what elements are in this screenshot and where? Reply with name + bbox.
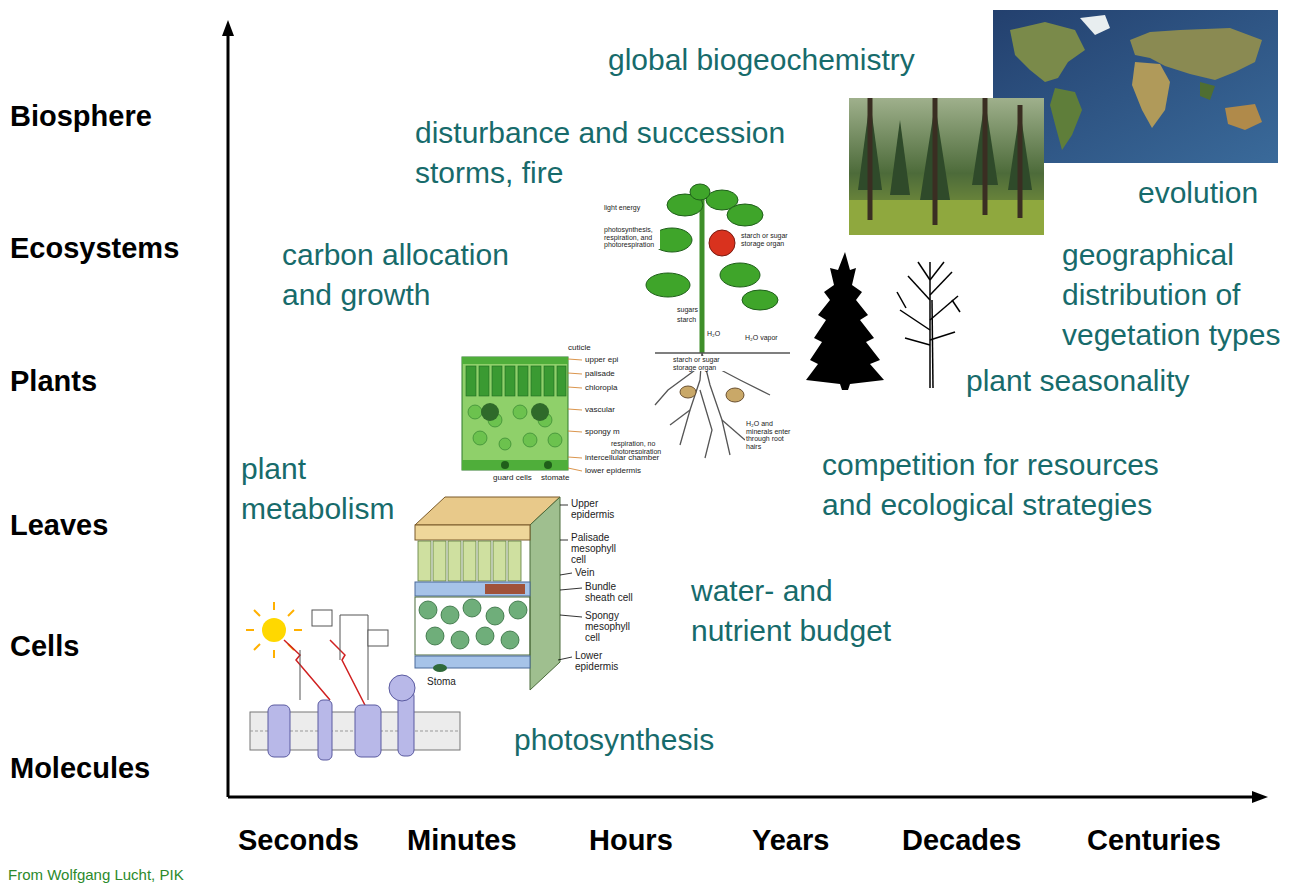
leaf-part-label: spongy m (584, 428, 621, 437)
tomato-plant (646, 184, 790, 458)
leaf-cross-section (462, 357, 582, 471)
time-label: Hours (589, 823, 673, 857)
scale-process: global biogeochemistry (608, 40, 915, 80)
leaf-part-label: lower epidermis (584, 467, 642, 476)
plant-label: H₂O and minerals enter through root hair… (745, 420, 799, 451)
level-label: Biosphere (10, 99, 152, 133)
plant-label: H₂O vapor (744, 334, 779, 342)
forest-photo (849, 98, 1044, 235)
leaf-part-label: upper epi (584, 356, 619, 365)
leaf-part-label: Lower epidermis (574, 650, 626, 672)
time-label: Years (752, 823, 829, 857)
scale-process: evolution (1138, 173, 1258, 213)
level-label: Leaves (10, 508, 108, 542)
leaf-part-label: Spongy mesophyll cell (584, 610, 646, 643)
plant-label: starch or sugar storage organ (672, 356, 734, 371)
scale-process: competition for resources and ecological… (822, 445, 1212, 525)
leaf-block (415, 497, 582, 690)
scale-process: geographical distribution of vegetation … (1062, 235, 1306, 355)
leaf-part-label: vascular (584, 406, 616, 415)
leaf-part-label: Stoma (426, 676, 457, 687)
level-label: Cells (10, 629, 79, 663)
time-label: Seconds (238, 823, 359, 857)
plant-label: photosynthesis, respiration, and photore… (603, 226, 660, 249)
leaf-part-label: Bundle sheath cell (584, 581, 641, 603)
leaf-part-label: Palisade mesophyll cell (570, 532, 634, 565)
leaf-part-label: Upper epidermis (570, 498, 622, 520)
leaf-part-label: stomate (540, 474, 570, 483)
plant-label: sugars (676, 306, 699, 314)
scale-process: disturbance and succession storms, fire (415, 113, 835, 193)
plant-label: starch or sugar storage organ (740, 232, 797, 247)
level-label: Plants (10, 364, 97, 398)
time-label: Minutes (407, 823, 517, 857)
conifer-tree (806, 252, 884, 390)
plant-label: light energy (603, 204, 645, 212)
scale-process: plant seasonality (966, 361, 1189, 401)
scale-process: carbon allocation and growth (282, 235, 552, 315)
level-label: Ecosystems (10, 231, 179, 265)
leaf-part-label: cuticle (567, 344, 592, 353)
plant-label: starch (676, 316, 697, 324)
bare-tree (897, 262, 960, 388)
level-label: Molecules (10, 751, 150, 785)
leaf-part-label: palisade (584, 370, 616, 379)
time-label: Decades (902, 823, 1021, 857)
leaf-part-label: chloropla (584, 384, 618, 393)
plant-label: H₂O (706, 330, 721, 338)
leaf-part-label: intercellular chamber (584, 454, 660, 463)
leaf-part-label: Vein (574, 567, 595, 578)
time-label: Centuries (1087, 823, 1221, 857)
leaf-part-label: guard cells (492, 474, 533, 483)
scale-process: plant metabolism (241, 449, 413, 529)
scale-process: photosynthesis (514, 720, 714, 760)
photosynthesis-scheme (246, 602, 460, 760)
source-credit: From Wolfgang Lucht, PIK (8, 866, 184, 884)
scale-process: water- and nutrient budget (691, 571, 931, 651)
